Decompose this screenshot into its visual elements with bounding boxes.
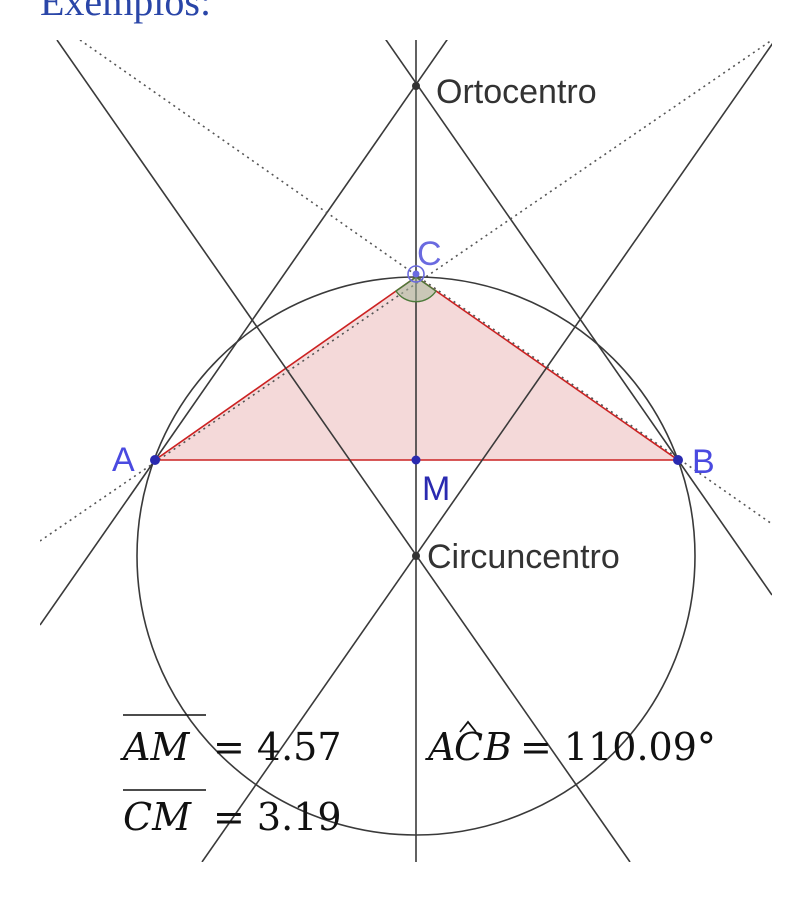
point-circumcenter[interactable] bbox=[412, 552, 420, 560]
dotted-line-bc bbox=[79, 40, 772, 525]
point-b[interactable] bbox=[673, 455, 683, 465]
label-a: A bbox=[112, 441, 135, 479]
altitude-from-a-extension bbox=[40, 459, 156, 626]
angle-name-right: B bbox=[483, 725, 512, 769]
angle-name-vertex: C bbox=[454, 725, 483, 769]
label-m: M bbox=[422, 470, 450, 508]
point-m[interactable] bbox=[411, 455, 421, 465]
am-segment-name: AM bbox=[120, 725, 190, 769]
point-c[interactable] bbox=[407, 265, 425, 283]
angle-value: = 110.09° bbox=[520, 725, 716, 769]
bisector-bc bbox=[201, 42, 772, 862]
altitude-from-b bbox=[385, 40, 679, 461]
altitude-from-b-extension bbox=[677, 459, 772, 596]
cm-segment-name: CM bbox=[123, 795, 192, 839]
dotted-line-ac bbox=[40, 40, 772, 542]
angle-hat bbox=[459, 720, 477, 733]
label-b: B bbox=[692, 443, 715, 481]
point-orthocenter[interactable] bbox=[412, 82, 420, 90]
cm-value: = 3.19 bbox=[213, 795, 342, 839]
angle-acb-arc bbox=[395, 276, 437, 303]
point-a[interactable] bbox=[150, 455, 160, 465]
heading-title: Exemplos: bbox=[40, 0, 212, 24]
label-orthocenter: Ortocentro bbox=[436, 73, 597, 111]
label-c: C bbox=[417, 235, 442, 273]
bisector-ac bbox=[56, 40, 631, 862]
angle-name-left: A bbox=[425, 725, 455, 769]
label-circumcenter: Circuncentro bbox=[427, 538, 620, 576]
am-value: = 4.57 bbox=[213, 725, 342, 769]
